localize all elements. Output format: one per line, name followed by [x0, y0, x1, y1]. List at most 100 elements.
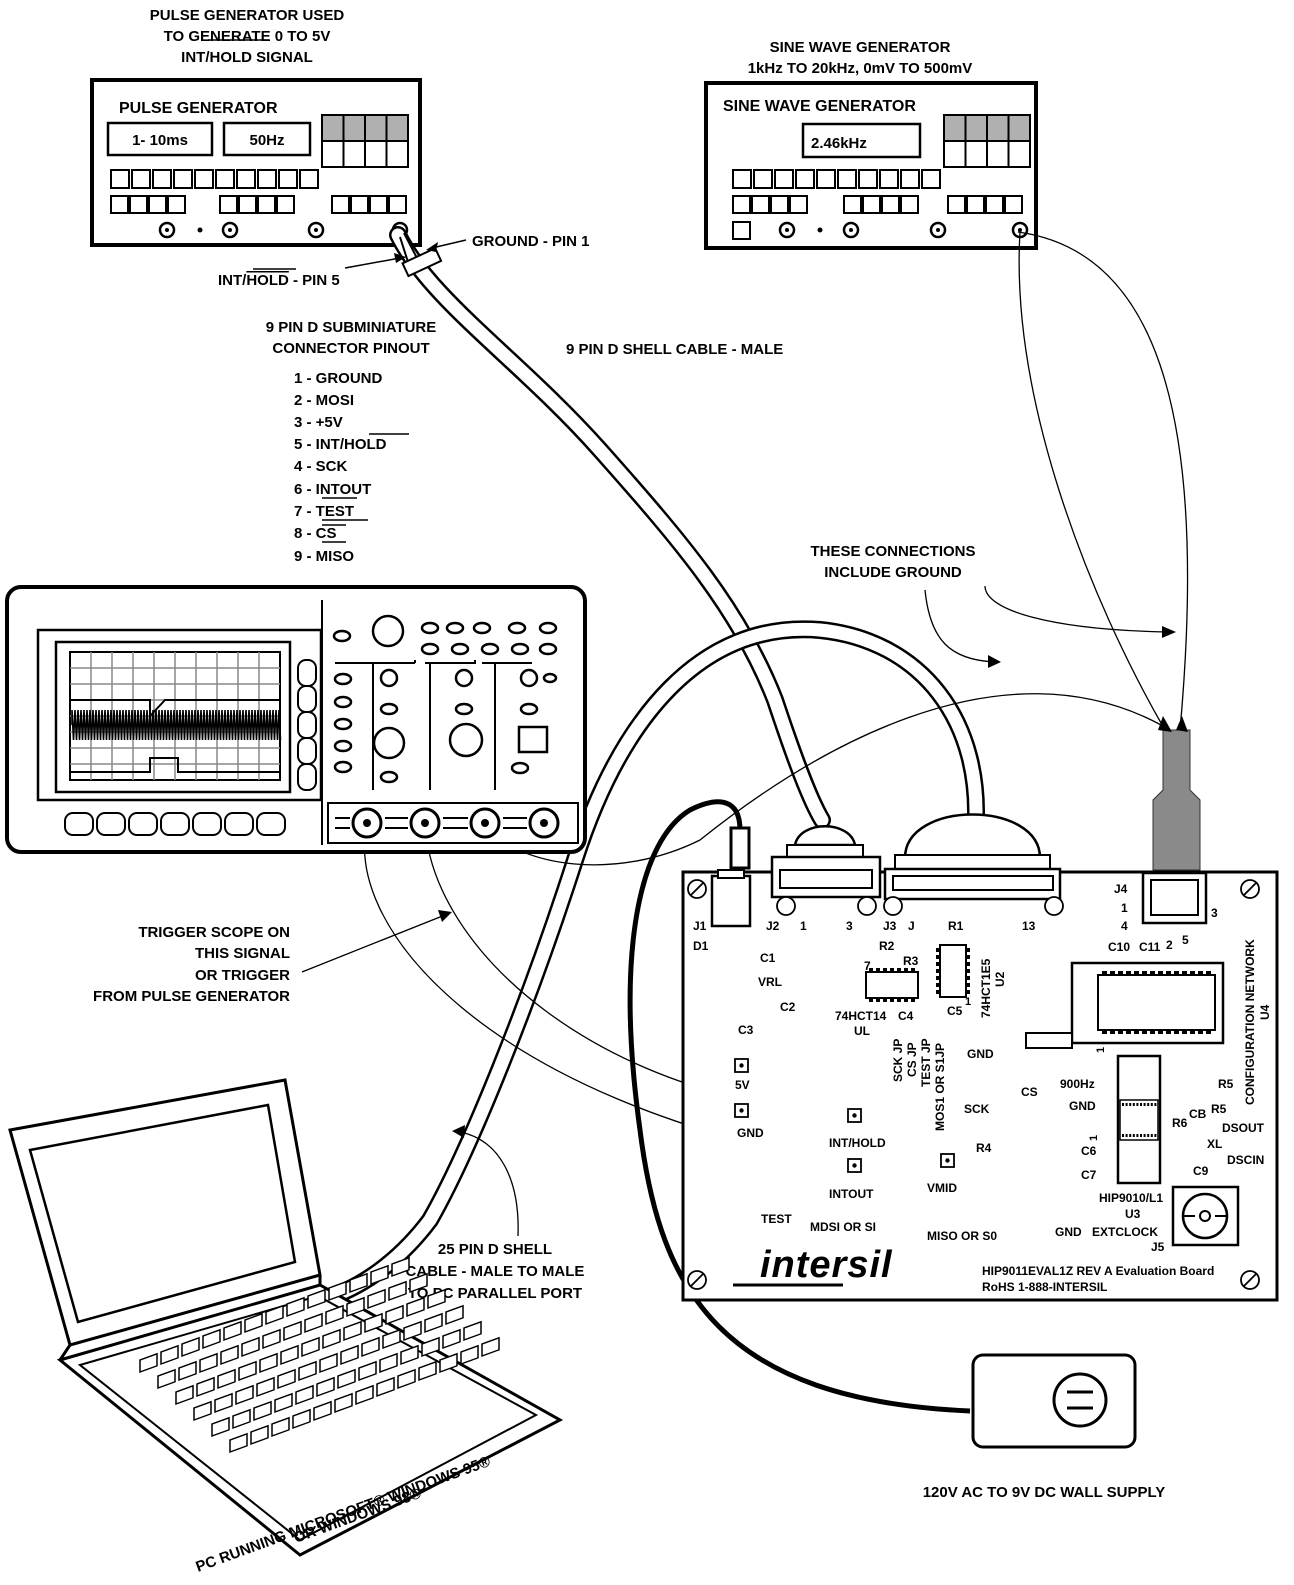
trigger-note-1: TRIGGER SCOPE ON — [138, 924, 290, 941]
intersil-wordmark: intersil — [760, 1244, 893, 1286]
label-j: J — [908, 919, 915, 933]
label-gnd-4: GND — [1055, 1225, 1082, 1239]
sine-display — [801, 122, 922, 159]
oscilloscope — [5, 585, 587, 854]
label-j3-pin13: 13 — [1022, 919, 1036, 933]
label-mosi-jp: MOS1 OR S1JP — [933, 1043, 947, 1131]
trigger-note-3: OR TRIGGER — [195, 967, 290, 984]
label-c2: C2 — [780, 1000, 796, 1014]
label-c3: C3 — [738, 1023, 754, 1037]
ground-pin-label: GROUND - PIN 1 — [472, 233, 590, 250]
pulse-display-frequency — [222, 121, 312, 157]
pulse-display-frequency-value: 50Hz — [249, 132, 284, 149]
ground-note-2: INCLUDE GROUND — [824, 564, 962, 581]
label-sck: SCK — [964, 1102, 990, 1116]
label-j2-pin1: 1 — [800, 919, 807, 933]
label-c9: C9 — [1193, 1164, 1209, 1178]
int-hold-pin-label: INT/HOLD - PIN 5 — [218, 272, 340, 289]
label-c1: C1 — [760, 951, 776, 965]
label-u4: U4 — [1258, 1004, 1272, 1020]
parallel-cable-note: 25 PIN D SHELL CABLE - MALE TO MALE TO P… — [406, 1125, 585, 1302]
pin-5: 5 - INT/HOLD — [294, 436, 387, 453]
evaluation-board: J1 D1 J2 1 3 J3 J R1 13 C1 VRL C2 C3 R2 … — [681, 813, 1279, 1302]
label-r3: R3 — [903, 954, 919, 968]
sine-wave-generator: SINE WAVE GENERATOR 1kHz TO 20kHz, 0mV T… — [704, 39, 1038, 250]
label-74hct14: 74HCT14 — [835, 1009, 887, 1023]
ground-note-1: THESE CONNECTIONS — [810, 543, 975, 560]
trigger-note-2: THIS SIGNAL — [195, 945, 290, 962]
label-r1: R1 — [948, 919, 964, 933]
trigger-note-4: FROM PULSE GENERATOR — [93, 988, 290, 1005]
label-c4: C4 — [898, 1009, 914, 1023]
label-r2: R2 — [879, 939, 895, 953]
pulse-panel-title: PULSE GENERATOR — [119, 100, 278, 117]
label-configuration-network: CONFIGURATION NETWORK — [1243, 939, 1257, 1105]
label-j2: J2 — [766, 919, 780, 933]
label-u3-pin1: 1 — [1088, 1135, 1100, 1141]
label-cb: CB — [1189, 1107, 1207, 1121]
label-c7: C7 — [1081, 1168, 1097, 1182]
label-dscin: DSCIN — [1227, 1153, 1264, 1167]
label-ul: UL — [854, 1024, 870, 1038]
label-vrl: VRL — [758, 975, 782, 989]
label-r5-b: R5 — [1211, 1102, 1227, 1116]
label-c5: C5 — [947, 1004, 963, 1018]
label-j5: J5 — [1151, 1240, 1165, 1254]
label-74hct1e5: 74HCT1E5 — [979, 958, 993, 1018]
sine-caption-2: 1kHz TO 20kHz, 0mV TO 500mV — [748, 60, 973, 77]
pulse-caption-1: PULSE GENERATOR USED — [150, 7, 345, 24]
sine-caption-1: SINE WAVE GENERATOR — [770, 39, 951, 56]
pin-3: 3 - +5V — [294, 414, 343, 431]
label-cs-jp: CS JP — [905, 1042, 919, 1077]
label-j4-pin3: 3 — [1211, 906, 1218, 920]
laptop-pc — [8, 1078, 564, 1557]
label-5v: 5V — [735, 1078, 750, 1092]
intersil-logo: intersil — [733, 1244, 893, 1287]
pulse-generator: PULSE GENERATOR USED TO GENERATE 0 TO 5V… — [90, 7, 422, 247]
label-u2: U2 — [993, 971, 1007, 987]
label-j4-pin4: 4 — [1121, 919, 1128, 933]
label-test: TEST — [761, 1212, 792, 1226]
label-u4-pin1: 1 — [1095, 1047, 1107, 1053]
ground-note: THESE CONNECTIONS INCLUDE GROUND — [810, 543, 1176, 668]
label-j4: J4 — [1114, 882, 1128, 896]
label-c10: C10 — [1108, 940, 1130, 954]
label-j3: J3 — [883, 919, 897, 933]
pin-7: 7 - TEST — [294, 503, 354, 520]
sine-display-value: 2.46kHz — [811, 135, 867, 152]
wall-supply-label: 120V AC TO 9V DC WALL SUPPLY — [923, 1484, 1166, 1501]
pulse-caption-2: TO GENERATE 0 TO 5V — [164, 28, 331, 45]
label-u1-pin7: 7 — [864, 959, 871, 973]
pin-6: 6 - INTOUT — [294, 481, 371, 498]
label-j2-pin3: 3 — [846, 919, 853, 933]
label-miso: MISO OR S0 — [927, 1229, 997, 1243]
label-c11: C11 — [1139, 940, 1161, 954]
label-hip9010: HIP9010/L1 — [1099, 1191, 1163, 1205]
pin-9: 9 - MISO — [294, 548, 354, 565]
label-dsout: DSOUT — [1222, 1121, 1265, 1135]
connector-pinout: 9 PIN D SUBMINIATURE CONNECTOR PINOUT 1 … — [266, 319, 784, 565]
parallel-cable-3: TO PC PARALLEL PORT — [408, 1285, 582, 1302]
wall-supply: 120V AC TO 9V DC WALL SUPPLY — [923, 1353, 1166, 1501]
label-gnd-2: GND — [737, 1126, 764, 1140]
pulse-display-width-value: 1- 10ms — [132, 132, 188, 149]
label-int-hold: INT/HOLD — [829, 1136, 886, 1150]
label-intout: INTOUT — [829, 1187, 874, 1201]
label-extclock: EXTCLOCK — [1092, 1225, 1158, 1239]
label-r4: R4 — [976, 1141, 992, 1155]
label-vmid: VMID — [927, 1181, 957, 1195]
label-gnd-3: GND — [1069, 1099, 1096, 1113]
parallel-cable-2: CABLE - MALE TO MALE — [406, 1263, 585, 1280]
label-xl: XL — [1207, 1137, 1222, 1151]
pulse-caption-3: INT/HOLD SIGNAL — [181, 49, 313, 66]
label-u2-pin1: 1 — [965, 996, 971, 1008]
label-r6: R6 — [1172, 1116, 1188, 1130]
cable-9pin-label: 9 PIN D SHELL CABLE - MALE — [566, 341, 783, 358]
connector-title-1: 9 PIN D SUBMINIATURE — [266, 319, 437, 336]
parallel-cable-1: 25 PIN D SHELL — [438, 1241, 552, 1258]
label-u3: U3 — [1125, 1207, 1141, 1221]
label-cs: CS — [1021, 1085, 1038, 1099]
pin-2: 2 - MOSI — [294, 392, 354, 409]
connector-title-2: CONNECTOR PINOUT — [272, 340, 429, 357]
